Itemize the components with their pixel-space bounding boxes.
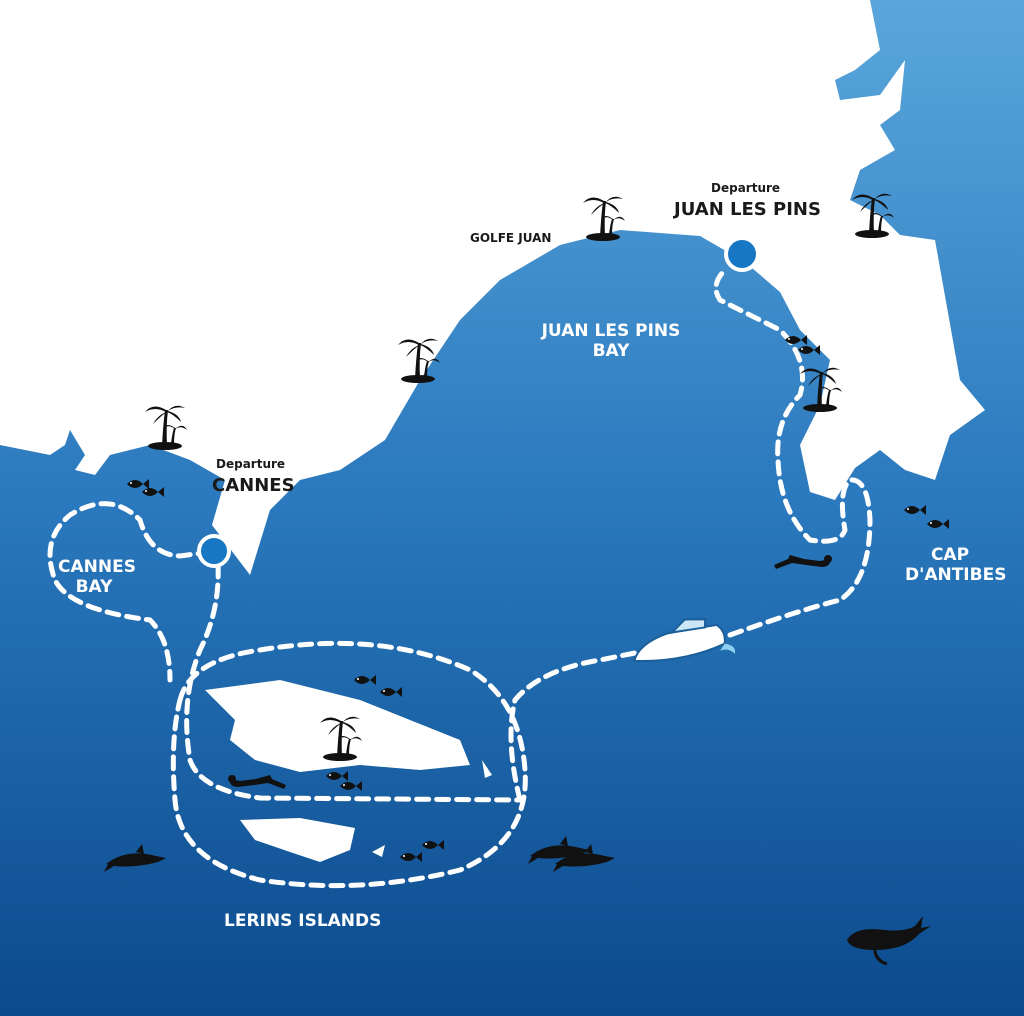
route-cannes-lerins: [184, 562, 523, 803]
route-boat-cap: [713, 267, 873, 638]
label-cannes-departure-caption: Departure: [216, 457, 286, 471]
ile-saint-honorat: [240, 818, 385, 862]
route-lerins-loop: [170, 640, 528, 889]
label-juan-les-pins-bay: JUAN LES PINS BAY: [536, 321, 686, 361]
departure-marker-juan-les-pins[interactable]: [724, 236, 760, 272]
label-cannes-departure-name: CANNES: [212, 475, 295, 496]
boat-routes: [47, 267, 873, 889]
speedboat-icon: [633, 618, 736, 662]
route-lerins-boat: [508, 649, 643, 803]
label-lerins-islands: LERINS ISLANDS: [224, 911, 382, 931]
whale-icon: [847, 916, 931, 966]
label-cannes-bay-line1: CANNES: [58, 557, 136, 577]
label-juan-departure-name: JUAN LES PINS: [674, 199, 821, 220]
label-cannes-bay-line2: BAY: [75, 576, 113, 597]
departure-marker-cannes[interactable]: [197, 534, 231, 568]
label-golfe-juan: GOLFE JUAN: [470, 231, 552, 245]
ile-sainte-marguerite: [205, 680, 492, 778]
label-juan-bay-line2: BAY: [592, 340, 630, 361]
label-cannes-bay: CANNES BAY: [58, 557, 136, 597]
mainland-coast: [0, 0, 985, 575]
label-cap-d-antibes: CAP D'ANTIBES: [905, 545, 1007, 585]
route-cannes-bay: [47, 501, 213, 683]
label-juan-bay-line1: JUAN LES PINS: [541, 321, 681, 341]
label-juan-departure-caption: Departure: [711, 181, 781, 195]
label-cap-line1: CAP: [930, 545, 970, 565]
label-cap-line2: D'ANTIBES: [905, 564, 1007, 585]
